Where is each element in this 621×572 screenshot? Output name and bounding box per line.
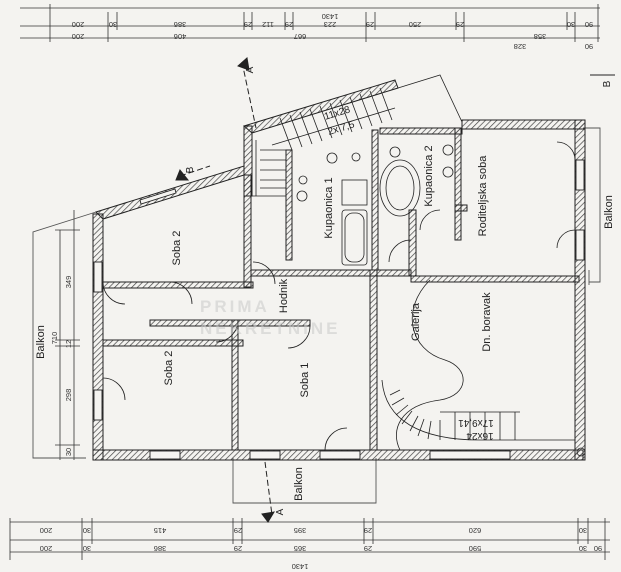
left-dimension-labels: 349 710 12 298 30 xyxy=(50,276,73,456)
interior-walls xyxy=(102,127,580,451)
sink-2 xyxy=(442,144,454,156)
corner-mark xyxy=(576,447,586,457)
toilet-2 xyxy=(389,146,401,158)
stairs-bottom-label-2: 16x24 xyxy=(466,430,494,441)
door-swings xyxy=(102,141,576,451)
room-label-dn-boravak: Dn. boravak xyxy=(481,292,493,352)
dim-top-r1-12: 90 xyxy=(585,20,593,29)
dim-bot-r2-4: 365 xyxy=(294,544,307,553)
watermark-line1: PRIMA xyxy=(200,297,270,316)
dim-bot-r1-1: 30 xyxy=(83,526,91,535)
bathroom-fixtures xyxy=(296,144,454,266)
stairs-bottom-label-1: 17x9,41 xyxy=(458,417,494,428)
dim-bot-r1-7: 30 xyxy=(579,526,587,535)
room-label-kupaonica2: Kupaonica 2 xyxy=(423,145,435,206)
section-markers xyxy=(175,57,615,523)
section-b-right: B xyxy=(602,80,613,87)
windows xyxy=(93,159,585,460)
bottom-dimension-labels: 200 30 415 29 395 29 620 30 200 30 386 2… xyxy=(40,526,602,571)
dim-top-total: 1430 xyxy=(322,12,339,21)
dim-top-r1-6: 223 xyxy=(324,20,337,29)
sink-1 xyxy=(326,152,338,164)
balcony-left-outline xyxy=(32,211,97,459)
stairs-bottom-labels: 17x9,41 16x24 xyxy=(458,417,494,441)
room-label-kupaonica1: Kupaonica 1 xyxy=(323,177,335,238)
dim-bot-r1-4: 395 xyxy=(294,526,307,535)
room-label-balkon-bottom: Balkon xyxy=(293,467,305,501)
dim-bot-r2-0: 200 xyxy=(40,544,53,553)
dim-bot-total: 1430 xyxy=(292,562,309,571)
room-label-balkon-left: Balkon xyxy=(35,325,47,359)
room-label-hodnik: Hodnik xyxy=(278,278,290,313)
dim-top-r2-2: 667 xyxy=(294,32,307,41)
dim-top-r1-8: 250 xyxy=(409,20,422,29)
top-dimension-lines xyxy=(20,4,600,42)
dim-left-1: 710 xyxy=(50,332,59,345)
dim-top-r2-1: 406 xyxy=(174,32,187,41)
wall-top-right xyxy=(461,119,586,130)
balcony-right-outline xyxy=(583,127,601,283)
wall-left xyxy=(92,213,104,461)
stairs-bottom xyxy=(381,279,575,451)
dim-top-r1-2: 386 xyxy=(174,20,187,29)
dim-bot-r1-2: 415 xyxy=(154,526,167,535)
bathtub-1 xyxy=(341,209,368,266)
stairs-top xyxy=(251,74,463,197)
dim-bot-r1-0: 200 xyxy=(40,526,53,535)
dim-bot-r2-6: 590 xyxy=(469,544,482,553)
dim-top-r2-4: 90 xyxy=(585,42,593,51)
section-b-left: B xyxy=(185,166,196,173)
dim-top-r1-10: 328 xyxy=(514,42,527,51)
dim-top-r1-0: 200 xyxy=(72,20,85,29)
dim-top-r1-5: 29 xyxy=(285,20,293,29)
room-label-soba1: Soba 1 xyxy=(299,363,311,398)
room-label-galerija: Galerija xyxy=(410,302,422,341)
balcony-bottom-outline xyxy=(232,458,377,504)
dim-top-r1-9: 29 xyxy=(456,20,464,29)
dim-top-r1-7: 29 xyxy=(366,20,374,29)
dim-top-r2-0: 200 xyxy=(72,32,85,41)
watermark-line2: NEKRETNINE xyxy=(200,319,341,338)
dim-bot-r2-3: 29 xyxy=(234,544,242,553)
dim-top-r2-3: 358 xyxy=(534,32,547,41)
dim-bot-r1-5: 29 xyxy=(364,526,372,535)
section-a-bottom: A xyxy=(275,508,286,515)
dim-left-3: 298 xyxy=(64,389,73,402)
dim-bot-r2-7: 30 xyxy=(579,544,587,553)
wall-stair-outer xyxy=(242,79,399,134)
stairs-top-label-2: 2x 7,5 xyxy=(327,119,357,138)
dim-bot-r2-8: 90 xyxy=(594,544,602,553)
dim-top-r1-3: 29 xyxy=(244,20,252,29)
shower-1 xyxy=(341,179,368,206)
room-label-soba2-bottom: Soba 2 xyxy=(163,351,175,386)
section-marker-labels: A A B B xyxy=(185,66,613,515)
dim-top-r1-1: 30 xyxy=(109,20,117,29)
dim-top-r1-11: 30 xyxy=(567,20,575,29)
dim-bot-r2-1: 30 xyxy=(83,544,91,553)
dim-left-0: 349 xyxy=(64,276,73,289)
balcony-outlines xyxy=(32,127,601,504)
room-label-soba2-top: Soba 2 xyxy=(171,231,183,266)
room-label-roditeljska: Roditeljska soba xyxy=(477,155,489,237)
dim-bot-r2-5: 29 xyxy=(364,544,372,553)
dim-top-r1-4: 112 xyxy=(262,20,274,29)
top-dimension-labels: 1430 200 30 386 29 112 29 223 29 250 29 … xyxy=(72,12,593,51)
dim-bot-r2-2: 386 xyxy=(154,544,167,553)
watermark: PRIMA NEKRETNINE xyxy=(200,296,400,340)
bathtub-2 xyxy=(379,159,421,217)
room-labels: Soba 2 Soba 2 Soba 1 Hodnik Galerija Dn.… xyxy=(35,145,615,500)
room-label-balkon-right: Balkon xyxy=(603,195,615,229)
dim-left-2: 12 xyxy=(64,340,73,348)
dim-left-4: 30 xyxy=(64,448,73,456)
toilet-1 xyxy=(296,190,308,202)
dim-bot-r1-3: 29 xyxy=(234,526,242,535)
bottom-dimension-lines xyxy=(9,518,610,560)
dim-bot-r1-6: 620 xyxy=(469,526,482,535)
section-a-top: A xyxy=(245,66,256,73)
